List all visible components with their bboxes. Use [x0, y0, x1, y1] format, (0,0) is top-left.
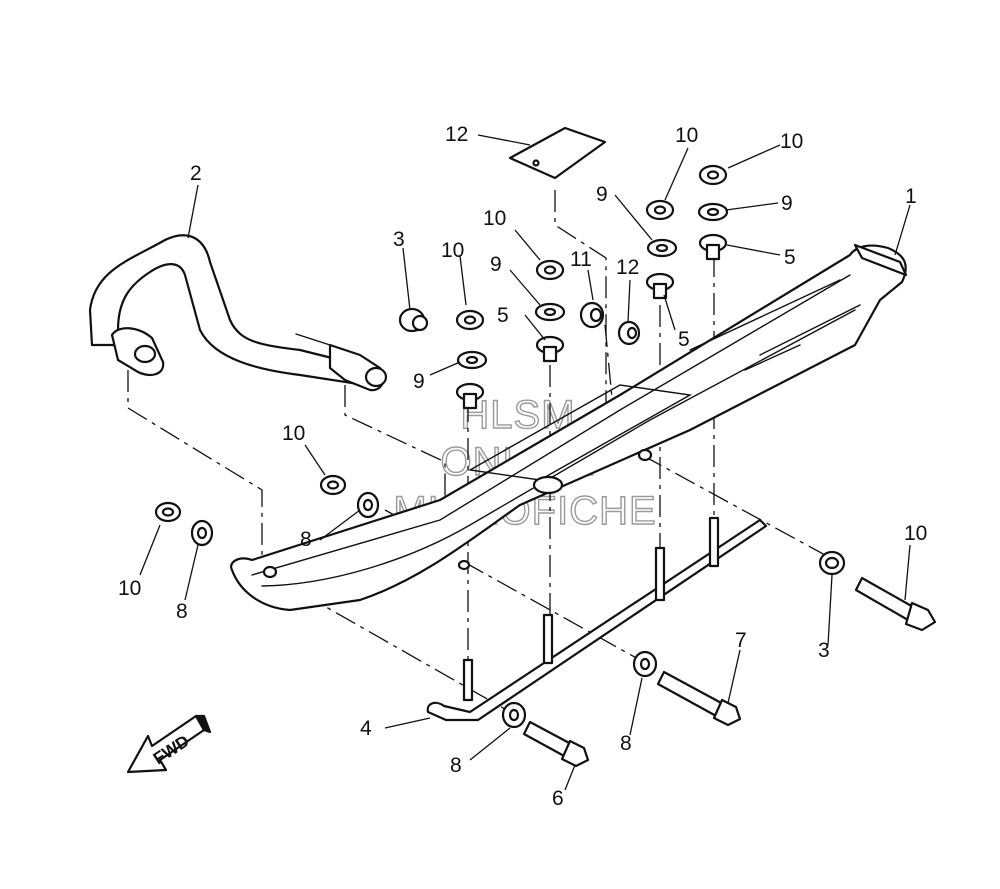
fwd-arrow-icon: FWD: [126, 714, 212, 774]
callout-8: 8: [176, 600, 188, 623]
callout-8: 8: [620, 732, 632, 755]
callout-12: 12: [616, 256, 639, 279]
callout-5: 5: [784, 246, 796, 269]
callout-labels: 1 2 3 3 4 5 5 5 6 7 8 8 8 8 9 9 9 9 10 1…: [118, 123, 927, 810]
callout-10: 10: [441, 239, 464, 262]
callout-3: 3: [393, 228, 405, 251]
callout-10: 10: [675, 124, 698, 147]
callout-12: 11: [570, 248, 592, 271]
callout-8: 8: [450, 754, 462, 777]
callout-10: 10: [780, 130, 803, 153]
callout-9: 9: [596, 183, 608, 206]
leader-lines: [139, 134, 911, 791]
plate: [508, 126, 607, 180]
callout-7: 7: [735, 629, 747, 652]
callout-10: 10: [118, 577, 141, 600]
spindle-handle: [88, 234, 388, 392]
watermark-line1: HLSM: [460, 393, 575, 437]
callout-5: 5: [678, 328, 690, 351]
callout-9: 9: [781, 192, 793, 215]
callout-1: 1: [905, 185, 917, 208]
callout-9: 9: [490, 253, 502, 276]
hardware: [154, 164, 846, 729]
callout-5: 5: [497, 304, 509, 327]
callout-9: 9: [413, 370, 425, 393]
callout-8: 8: [300, 528, 312, 551]
bolts: [522, 576, 937, 768]
callout-10: 10: [483, 207, 506, 230]
callout-13: 12: [445, 123, 468, 146]
callout-4: 4: [360, 717, 372, 740]
callout-3: 3: [818, 639, 830, 662]
ski-body: [230, 243, 908, 612]
callout-11: 10: [904, 522, 927, 545]
callout-2: 2: [190, 162, 202, 185]
callout-10: 10: [282, 422, 305, 445]
runner-bar: [426, 516, 768, 722]
callout-6: 6: [552, 787, 564, 810]
